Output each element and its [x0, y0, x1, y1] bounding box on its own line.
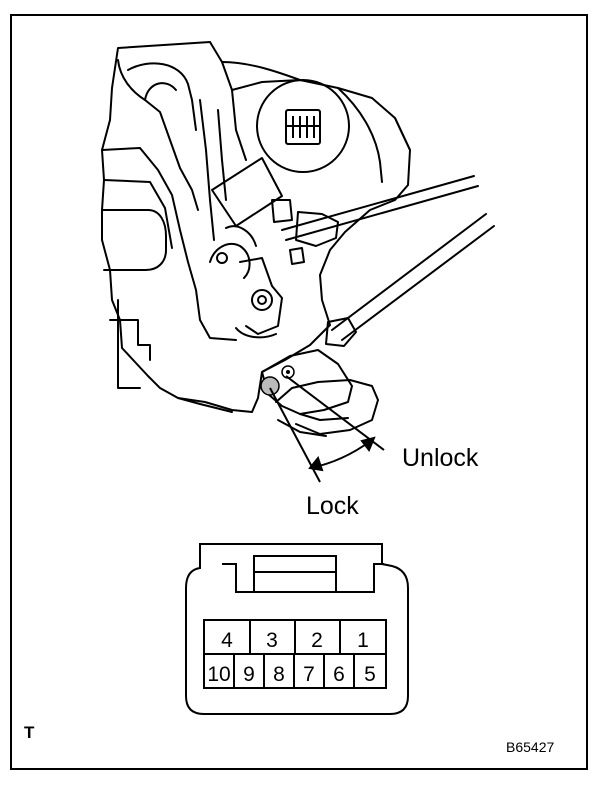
- pin-10: 10: [207, 663, 230, 686]
- pin-3: 3: [266, 629, 278, 652]
- lock-connector-socket: [256, 79, 350, 173]
- pin-1: 1: [357, 629, 369, 652]
- pin-9: 9: [243, 663, 255, 686]
- connector-face-view: [185, 543, 409, 715]
- pin-8: 8: [273, 663, 285, 686]
- lock-unlock-arc: [269, 375, 385, 483]
- unlock-callout: Unlock: [402, 444, 479, 472]
- figure-id: B65427: [506, 739, 554, 755]
- connector-top-row: 4 3 2 1: [221, 629, 369, 652]
- pin-2: 2: [311, 629, 323, 652]
- pin-7: 7: [303, 663, 315, 686]
- corner-mark: T: [24, 723, 35, 742]
- pin-6: 6: [333, 663, 345, 686]
- pin-5: 5: [364, 663, 376, 686]
- connector-bottom-row: 10 9 8 7 6 5: [207, 663, 376, 686]
- door-lock-assembly: [101, 41, 495, 437]
- figure-frame: [10, 14, 588, 770]
- pin-4: 4: [221, 629, 233, 652]
- lock-callout: Lock: [306, 492, 359, 520]
- lock-knob: [260, 365, 295, 396]
